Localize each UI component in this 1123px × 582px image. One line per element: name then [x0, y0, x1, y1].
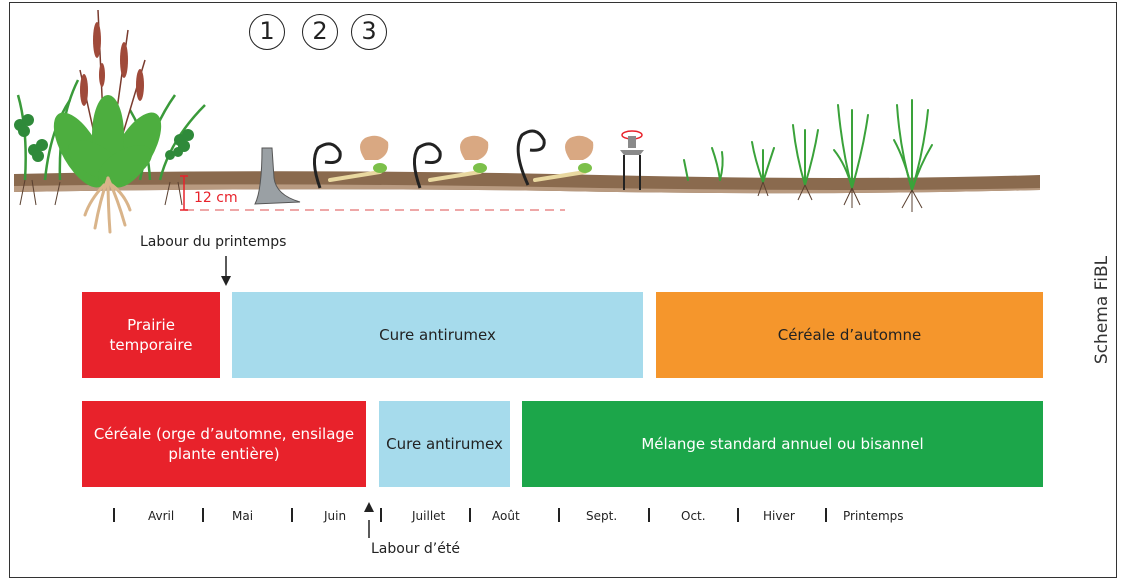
depth-label: 12 cm [194, 190, 238, 206]
bar-prairie-temporaire: Prairie temporaire [82, 292, 220, 378]
month-tick [469, 508, 471, 522]
credit-label: Schema FiBL [1092, 255, 1112, 365]
summer-plough-label: Labour d’été [371, 541, 460, 557]
bar-cure-antirumex-1: Cure antirumex [232, 292, 643, 378]
tine-pass-2 [413, 135, 489, 189]
month-aout: Août [492, 509, 520, 523]
grassland-plants [14, 9, 206, 234]
month-mai: Mai [232, 509, 254, 523]
month-tick [648, 508, 650, 522]
tine-pass-1 [313, 135, 389, 189]
bar-melange-standard: Mélange standard annuel ou bisannel [522, 401, 1043, 487]
step-1-marker: 1 [249, 14, 285, 50]
month-tick [558, 508, 560, 522]
month-avril: Avril [148, 509, 175, 523]
bar-cereale-automne: Céréale d’automne [656, 292, 1043, 378]
month-tick [737, 508, 739, 522]
month-tick [380, 508, 382, 522]
month-tick [291, 508, 293, 522]
step-3-marker: 3 [351, 14, 387, 50]
month-printemps: Printemps [843, 509, 904, 523]
depth-marker [180, 175, 188, 211]
month-tick [825, 508, 827, 522]
bar-cereale-orge: Céréale (orge d’automne, ensilage plante… [82, 401, 366, 487]
spring-plough-label: Labour du printemps [140, 234, 287, 250]
month-oct: Oct. [681, 509, 706, 523]
tine-pass-3 [516, 129, 594, 186]
month-tick [202, 508, 204, 522]
crop-seedlings [683, 99, 933, 191]
month-sept: Sept. [586, 509, 618, 523]
month-hiver: Hiver [763, 509, 795, 523]
field-illustration [14, 9, 1040, 234]
crop-roots [757, 181, 923, 212]
month-juillet: Juillet [412, 509, 446, 523]
diagram-frame [9, 2, 1117, 578]
month-juin: Juin [324, 509, 347, 523]
seed-drill [620, 130, 644, 190]
plough-tool [254, 147, 301, 205]
bar-cure-antirumex-2: Cure antirumex [379, 401, 510, 487]
month-tick [113, 508, 115, 522]
step-2-marker: 2 [302, 14, 338, 50]
